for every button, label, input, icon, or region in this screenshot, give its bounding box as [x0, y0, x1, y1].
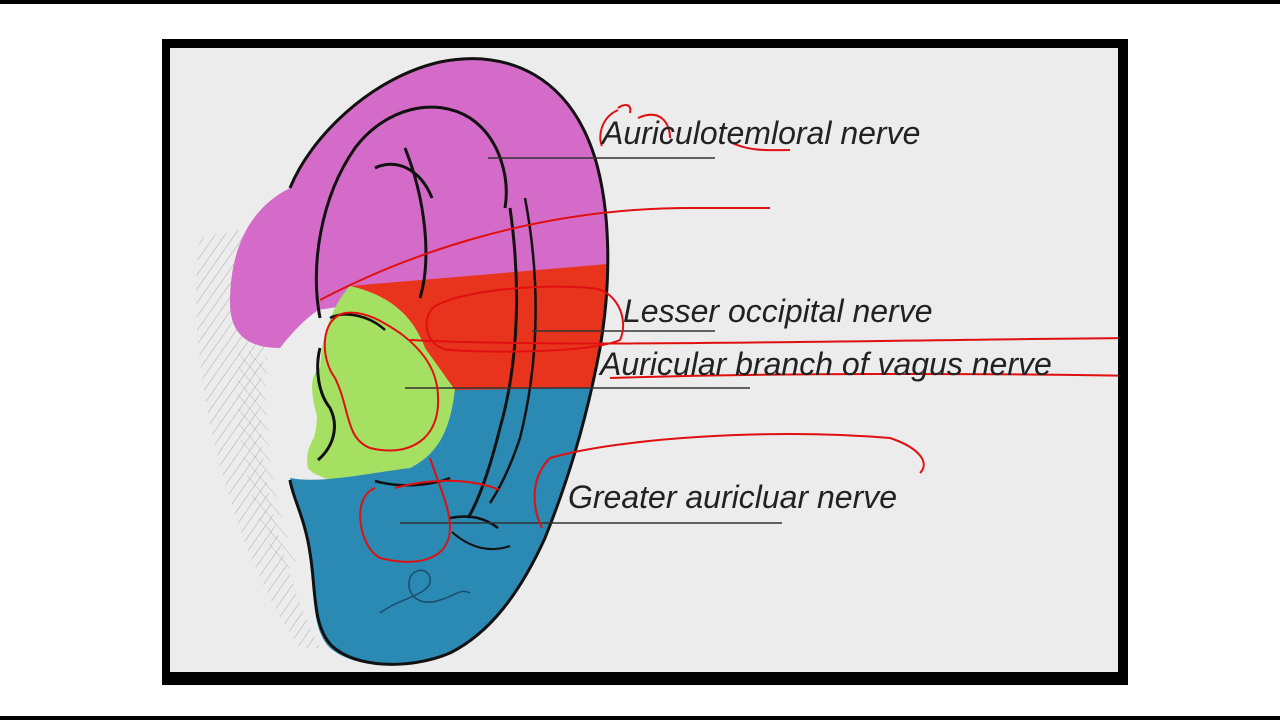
tragus: [316, 347, 336, 462]
lobe-line: [451, 531, 511, 551]
label-auricular-branch-of-vagus-nerve: Auricular branch of vagus nerve: [600, 346, 1052, 382]
annotation-marks: [319, 104, 1118, 563]
annotation-line-vagus: [409, 337, 1118, 345]
antihelix-crus: [466, 207, 519, 519]
top-black-bar: [0, 0, 1280, 4]
diagram-panel: Auriculotemloral nerve Lesser occipital …: [170, 48, 1118, 672]
annotation-circle-red: [425, 285, 625, 353]
annotation-underline-vagus: [609, 372, 1118, 379]
artist-signature: [379, 569, 471, 614]
ear-diagram: [196, 57, 1118, 666]
annotation-underline-1: [729, 141, 791, 152]
annotation-loop-blue: [359, 457, 501, 563]
bottom-black-bar: [0, 716, 1280, 720]
annotation-curve-greater: [533, 433, 925, 529]
ear-outline: [288, 57, 610, 666]
vagus-branch-region-2: [307, 368, 340, 478]
helix-inner: [314, 105, 508, 319]
annotation-circle-green: [323, 311, 440, 452]
head-shading-2: [237, 348, 298, 568]
annotation-bracket-1: [599, 104, 671, 147]
concha-rim: [329, 313, 386, 331]
vagus-branch-region: [308, 286, 455, 481]
label-lesser-occipital-nerve: Lesser occipital nerve: [623, 293, 933, 329]
antihelix-crus-2: [488, 197, 537, 504]
lesser-occipital-region: [350, 264, 609, 398]
greater-auricular-region: [290, 388, 590, 665]
label-greater-auricular-nerve: Greater auricluar nerve: [568, 479, 898, 515]
annotation-line-top: [319, 207, 770, 301]
label-auriculotemporal-nerve: Auriculotemloral nerve: [602, 115, 921, 151]
slide-frame: Auriculotemloral nerve Lesser occipital …: [162, 39, 1128, 685]
antihelix: [374, 147, 434, 299]
